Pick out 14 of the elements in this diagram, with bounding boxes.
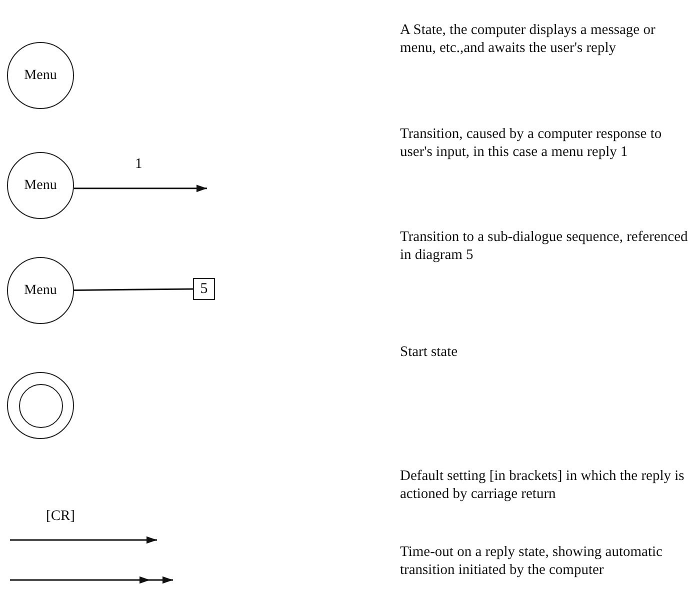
description-text: Transition, caused by a computer response to user's input, in this case a menu reply 1 (400, 126, 663, 161)
default-label: [CR] (44, 508, 77, 525)
node-text: Menu (24, 68, 57, 84)
description-text: A State, the computer displays a message or menu, etc.,and awaits the user's reply (400, 22, 656, 57)
description-text: Time-out on a reply state, showing automatic transition initiated by the computer (400, 544, 664, 579)
description-text: Transition to a sub-dialogue sequence, referenced in diagram 5 (400, 229, 689, 264)
connector-line (74, 288, 193, 291)
node-text: Menu (24, 178, 57, 194)
arrow (74, 184, 207, 192)
description-text: Start state (400, 344, 459, 362)
reference-box (193, 278, 215, 300)
node-text: Menu (24, 282, 57, 298)
description-text: Default setting [in brackets] in which the reply is actioned by carriage return (400, 468, 686, 503)
node-text: 5 (200, 280, 208, 298)
